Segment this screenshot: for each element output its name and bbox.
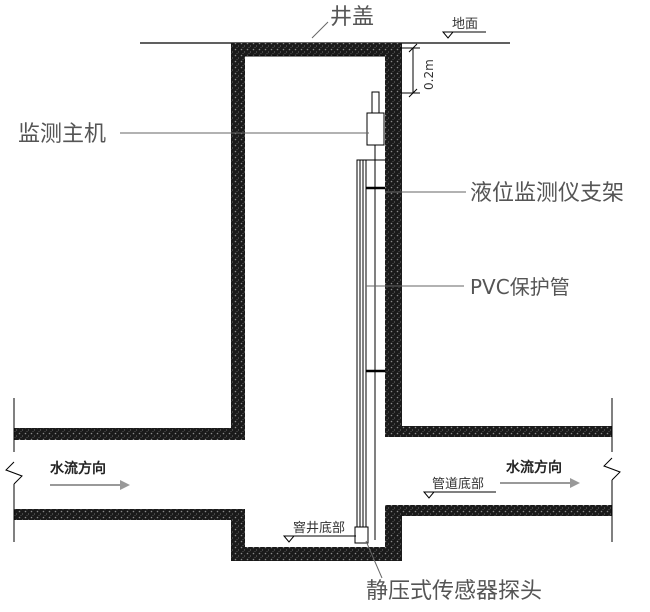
host-callout: 监测主机 bbox=[18, 122, 369, 147]
ground-marker: 地面 bbox=[441, 17, 486, 39]
right-pipe-top-wall bbox=[385, 426, 612, 437]
well-structure bbox=[14, 43, 612, 561]
well-bottom-marker: 窨井底部 bbox=[282, 520, 356, 543]
flow-arrow-left bbox=[50, 480, 130, 490]
left-pipe-top-wall bbox=[14, 428, 245, 440]
well-cover-callout: 井盖 bbox=[311, 5, 374, 39]
pipe-bottom-label: 管道底部 bbox=[432, 476, 484, 492]
probe-callout: 静压式传感器探头 bbox=[365, 540, 542, 604]
pipe-bottom-marker: 管道底部 bbox=[422, 476, 496, 499]
flow-arrow-right bbox=[500, 478, 580, 488]
pvc-callout: PVC保护管 bbox=[366, 275, 570, 299]
pvc-label: PVC保护管 bbox=[470, 275, 570, 299]
depth-dimension: 0.2m bbox=[400, 43, 436, 98]
flow-label-right: 水流方向 bbox=[506, 459, 562, 476]
left-pipe-bottom-wall bbox=[14, 509, 245, 520]
host-label: 监测主机 bbox=[18, 122, 106, 147]
depth-label: 0.2m bbox=[422, 59, 436, 90]
pressure-probe bbox=[354, 526, 369, 544]
well-cover-collar bbox=[231, 43, 402, 56]
bracket-supports bbox=[366, 186, 385, 373]
well-bottom-label: 窨井底部 bbox=[293, 520, 345, 536]
flow-label-left: 水流方向 bbox=[50, 460, 106, 477]
bracket-label: 液位监测仪支架 bbox=[470, 181, 624, 206]
ground-label: 地面 bbox=[452, 17, 478, 32]
pvc-pipe bbox=[356, 159, 367, 543]
sump-floor bbox=[231, 547, 402, 561]
right-break-symbol bbox=[603, 398, 621, 542]
right-pipe-bottom-wall bbox=[385, 505, 612, 516]
left-break-symbol bbox=[5, 398, 23, 542]
right-shaft-wall bbox=[385, 56, 402, 436]
monitoring-host bbox=[360, 91, 385, 161]
well-cover-label: 井盖 bbox=[330, 5, 374, 30]
bracket-callout: 液位监测仪支架 bbox=[385, 181, 624, 206]
left-shaft-wall bbox=[231, 56, 245, 440]
probe-label: 静压式传感器探头 bbox=[366, 579, 542, 604]
